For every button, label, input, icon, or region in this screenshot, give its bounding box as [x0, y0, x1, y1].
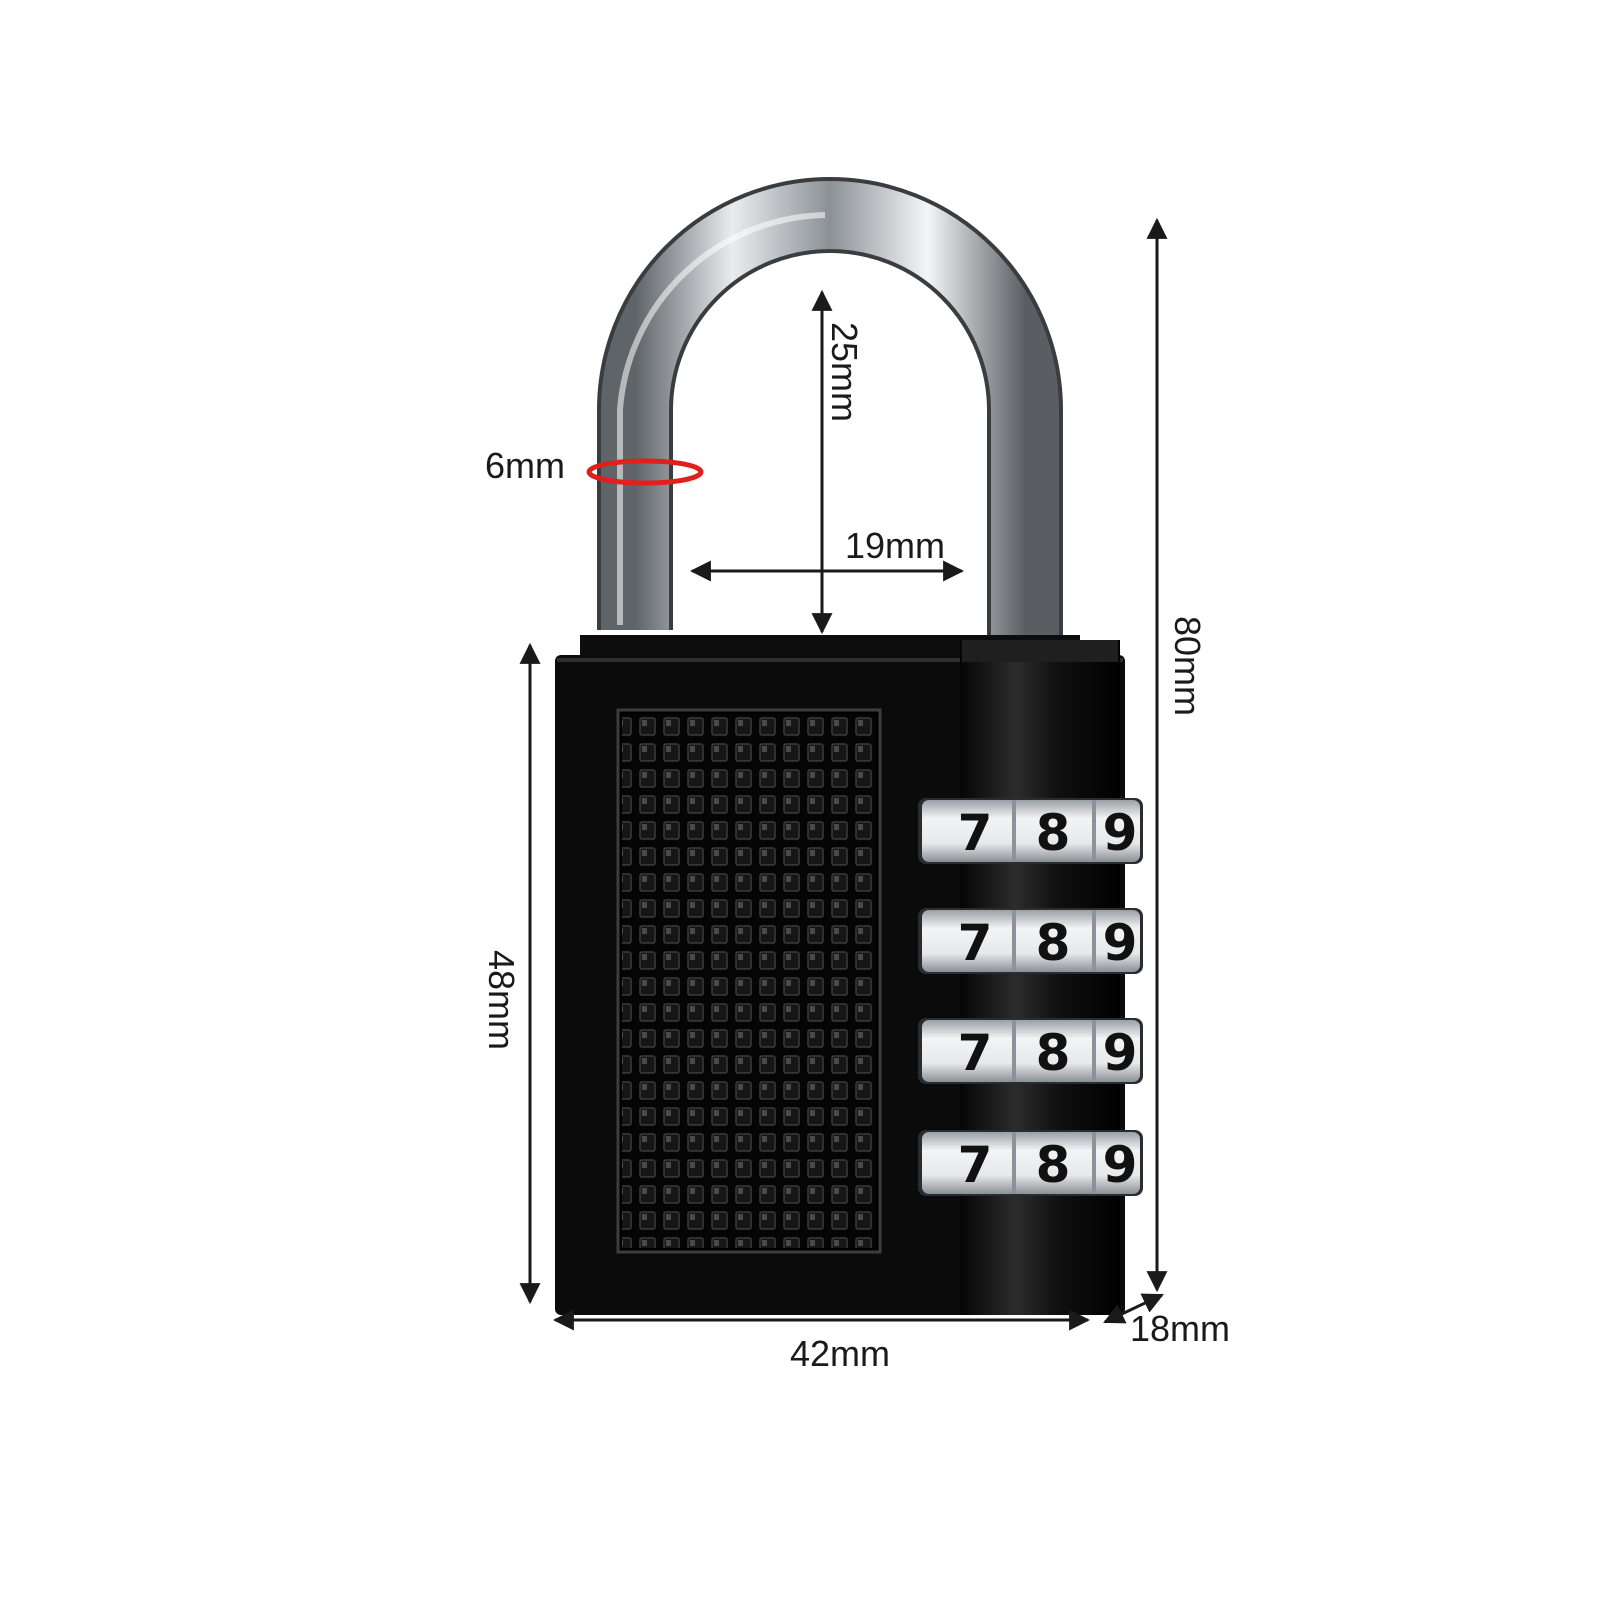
wheel-digit: 9	[1103, 914, 1138, 972]
label-6mm: 6mm	[485, 445, 565, 486]
wheel-digit: 9	[1103, 804, 1138, 862]
label-80mm: 80mm	[1167, 616, 1208, 716]
wheel-digit: 9	[1103, 1136, 1138, 1194]
label-19mm: 19mm	[845, 525, 945, 566]
wheel-digit: 8	[1036, 804, 1071, 862]
wheel-digit: 7	[958, 804, 993, 862]
wheel-digit: 7	[958, 1136, 993, 1194]
label-48mm: 48mm	[481, 950, 522, 1050]
label-18mm: 18mm	[1130, 1308, 1230, 1349]
dim-line-18mm	[1103, 1293, 1164, 1324]
wheel-digit: 8	[1036, 1024, 1071, 1082]
diameter-marker	[586, 458, 704, 486]
wheel-digit: 8	[1036, 1136, 1071, 1194]
lock-body	[555, 635, 1125, 1315]
label-42mm: 42mm	[790, 1333, 890, 1374]
label-25mm: 25mm	[824, 322, 865, 422]
wheel-digit: 7	[958, 1024, 993, 1082]
wheel-digit: 7	[958, 914, 993, 972]
wheel-digit: 9	[1103, 1024, 1138, 1082]
dimension-lines	[519, 217, 1168, 1331]
shackle	[597, 177, 1063, 640]
wheel-digit: 8	[1036, 914, 1071, 972]
